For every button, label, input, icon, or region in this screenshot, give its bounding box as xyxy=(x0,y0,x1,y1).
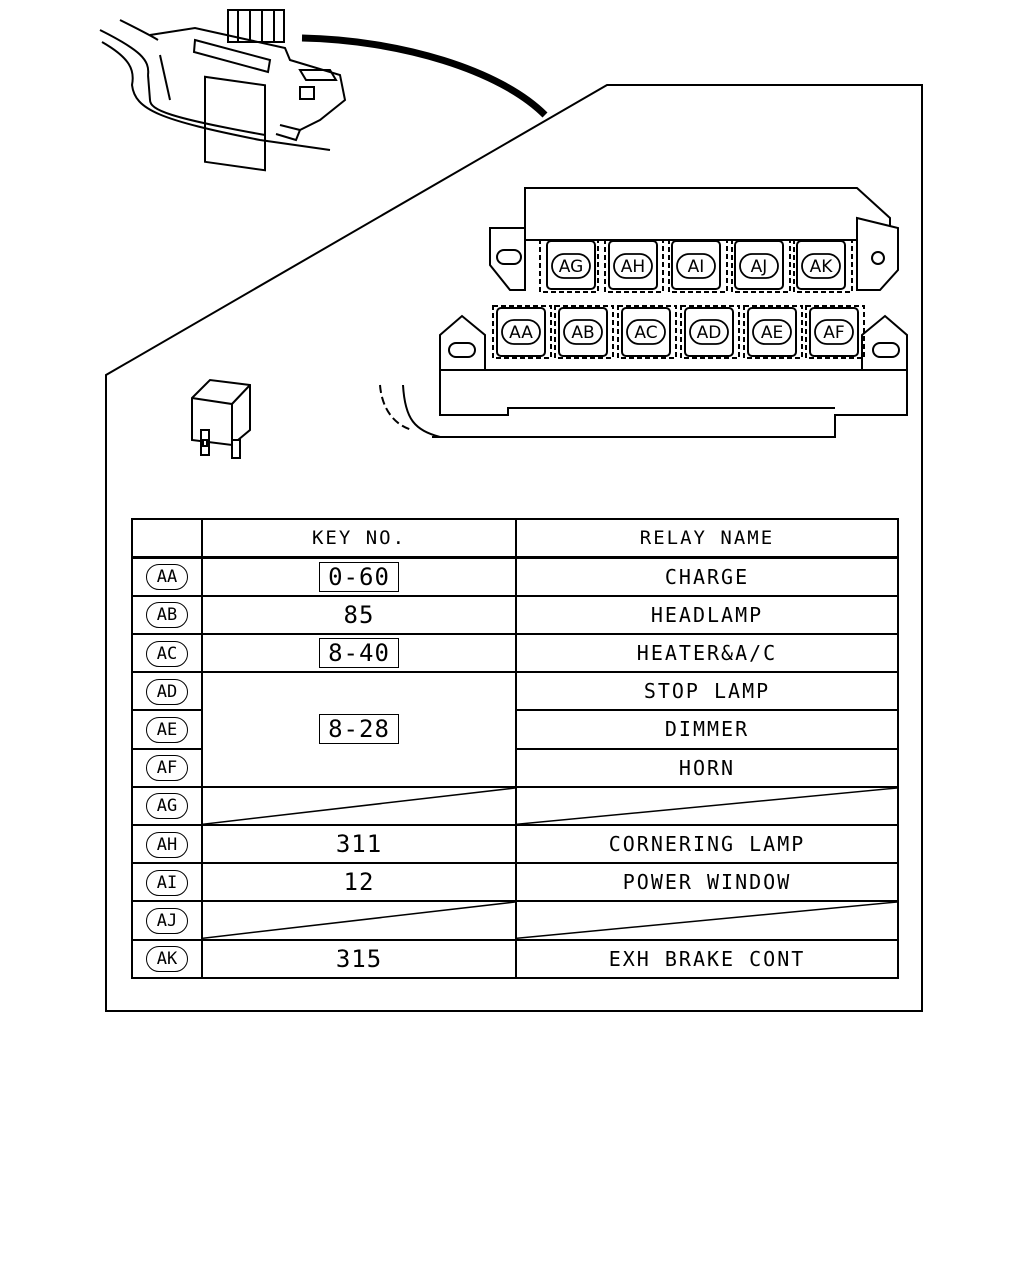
slot-label-ab: AB xyxy=(571,323,594,343)
table-row: AJ xyxy=(131,900,899,941)
slot-badge-ai xyxy=(676,253,716,279)
slot-label-ai: AI xyxy=(688,257,705,277)
header-key-no: KEY NO. xyxy=(201,518,517,559)
row-code-badge: AF xyxy=(146,755,188,782)
row-code-badge: AK xyxy=(146,946,188,973)
callout-curve xyxy=(301,34,548,118)
key-no-value: 8-40 xyxy=(319,638,399,669)
slot-label-ah: AH xyxy=(621,257,645,277)
relay-name-cell: HEADLAMP xyxy=(515,594,899,635)
row-code-cell: AB xyxy=(131,594,203,635)
slot-badge-ah xyxy=(613,253,653,279)
table-row: AE DIMMER xyxy=(131,709,899,750)
table-row: AB 85 HEADLAMP xyxy=(131,594,899,635)
relay-name-cell: HORN xyxy=(515,747,899,788)
relay-name-cell: DIMMER xyxy=(515,709,899,750)
relay-name-cell: STOP LAMP xyxy=(515,671,899,712)
lower-slot-labels: AA AB AC AD AE AF xyxy=(501,319,854,345)
row-code-badge: AD xyxy=(146,678,188,705)
relay-name-cell: CORNERING LAMP xyxy=(515,824,899,865)
relay-table: KEY NO. RELAY NAME AA 0-60 CHARGE AB 85 HEADL… xyxy=(131,518,899,980)
key-no-empty-cell xyxy=(201,785,517,827)
table-row: AC 8-40 HEATER&A/C xyxy=(131,632,899,674)
diagonal-slash xyxy=(517,788,897,824)
relay-name-empty-cell xyxy=(515,785,899,827)
relay-name-cell: POWER WINDOW xyxy=(515,862,899,903)
slot-label-ac: AC xyxy=(634,323,657,343)
slot-badge-aj xyxy=(739,253,779,279)
row-code-badge: AJ xyxy=(146,908,188,935)
key-no-value: 315 xyxy=(335,944,383,973)
key-no-value: 0-60 xyxy=(319,561,399,592)
table-row: AD 8-28 STOP LAMP xyxy=(131,671,899,788)
key-no-cell: 12 xyxy=(201,862,517,903)
row-code-cell: AD xyxy=(131,671,203,712)
relay-name-empty-cell xyxy=(515,900,899,941)
row-code-cell: AE xyxy=(131,709,203,750)
harness-illustration xyxy=(99,9,347,172)
row-code-cell: AH xyxy=(131,824,203,865)
row-code-cell: AI xyxy=(131,862,203,903)
slot-badge-ag xyxy=(551,253,591,279)
table-row: AF HORN xyxy=(131,747,899,788)
slot-label-ae: AE xyxy=(761,323,783,343)
key-no-value: 85 xyxy=(343,600,375,629)
slot-badge-ad xyxy=(689,319,729,345)
table-row: AK 315 EXH BRAKE CONT xyxy=(131,938,899,980)
slot-badge-aa xyxy=(501,319,541,345)
key-no-cell: 0-60 xyxy=(201,556,517,597)
relay-name-cell: CHARGE xyxy=(515,556,899,597)
key-no-value: 12 xyxy=(343,868,375,897)
key-no-value: 311 xyxy=(335,830,383,859)
relay-block xyxy=(379,187,908,438)
table-row: AG xyxy=(131,785,899,827)
header-code xyxy=(131,518,203,559)
slot-label-aj: AJ xyxy=(751,257,768,277)
table-row: AA 0-60 CHARGE xyxy=(131,556,899,597)
detail-frame xyxy=(105,84,923,1012)
diagonal-slash xyxy=(203,788,515,824)
row-code-cell: AC xyxy=(131,632,203,674)
row-code-badge: AH xyxy=(146,831,188,858)
row-code-badge: AA xyxy=(146,564,188,591)
row-code-cell: AK xyxy=(131,938,203,980)
relay-name-cell: EXH BRAKE CONT xyxy=(515,938,899,980)
slot-badge-ak xyxy=(801,253,841,279)
key-no-cell: 85 xyxy=(201,594,517,635)
diagonal-slash xyxy=(203,902,515,938)
key-no-value: 8-28 xyxy=(319,714,399,745)
key-no-cell: 8-40 xyxy=(201,632,517,674)
slot-badge-ab xyxy=(563,319,603,345)
relay-name-cell: HEATER&A/C xyxy=(515,632,899,674)
key-no-cell: 8-28 xyxy=(201,671,517,788)
key-no-cell: 315 xyxy=(201,938,517,980)
row-code-badge: AG xyxy=(146,793,188,820)
slot-label-af: AF xyxy=(823,323,844,343)
table-row: AH 311 CORNERING LAMP xyxy=(131,824,899,865)
row-code-cell: AF xyxy=(131,747,203,788)
row-code-cell: AJ xyxy=(131,900,203,941)
row-code-badge: AE xyxy=(146,716,188,743)
row-code-badge: AI xyxy=(146,869,188,896)
row-code-cell: AG xyxy=(131,785,203,827)
row-code-cell: AA xyxy=(131,556,203,597)
table-row: AI 12 POWER WINDOW xyxy=(131,862,899,903)
table-header-row: KEY NO. RELAY NAME xyxy=(131,518,899,559)
slot-badge-ae xyxy=(752,319,792,345)
slot-label-ag: AG xyxy=(559,257,584,277)
slot-label-ak: AK xyxy=(810,257,834,277)
relay-icon xyxy=(191,378,251,459)
key-no-cell: 311 xyxy=(201,824,517,865)
diagonal-slash xyxy=(517,902,897,938)
slot-label-aa: AA xyxy=(509,323,533,343)
upper-slot-labels: AG AH AI AJ AK xyxy=(551,253,841,279)
slot-label-ad: AD xyxy=(697,323,722,343)
slot-badge-af xyxy=(814,319,854,345)
key-no-empty-cell xyxy=(201,900,517,941)
slot-badge-ac xyxy=(626,319,666,345)
row-code-badge: AC xyxy=(146,640,188,667)
header-relay-name: RELAY NAME xyxy=(515,518,899,559)
row-code-badge: AB xyxy=(146,602,188,629)
